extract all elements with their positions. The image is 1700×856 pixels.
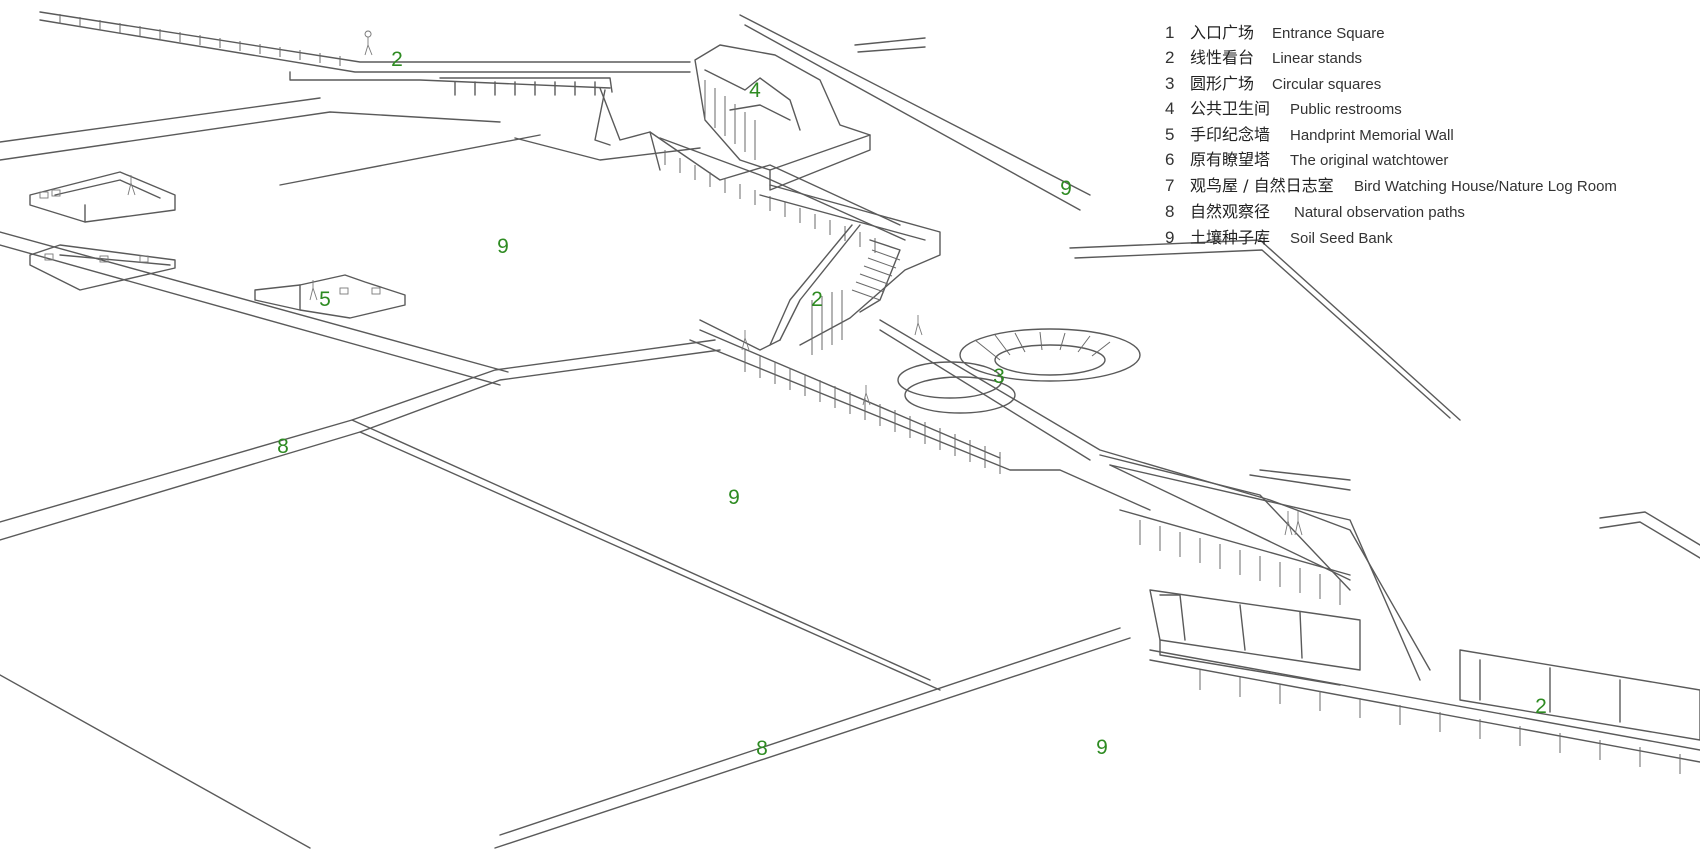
circular-square [897,328,1141,414]
plan-label-8-bottom: 8 [756,737,768,760]
legend-item-3: 3 圆形广场 Circular squares [1165,74,1381,93]
middle-stands [689,184,1431,681]
plan-number-labels: 2 4 9 9 5 2 3 8 9 8 9 2 [277,48,1547,760]
legend-7-num: 8 [1165,202,1174,221]
top-left-stands [39,11,906,253]
legend-7-zh: 自然观察径 [1190,202,1270,221]
legend-6-num: 7 [1165,176,1174,195]
plan-label-9-topleft: 9 [497,235,509,258]
plan-label-9-topright: 9 [1060,177,1072,200]
legend-item-7: 7 观鸟屋 / 自然日志室 Bird Watching House/Nature… [1165,176,1617,195]
legend-1-zh: 线性看台 [1190,48,1254,67]
plan-label-4-restrooms: 4 [749,79,761,102]
legend-4-zh: 手印纪念墙 [1190,125,1270,144]
legend-item-6: 6 原有瞭望塔 The original watchtower [1165,150,1448,169]
legend-6-zh: 观鸟屋 / 自然日志室 [1190,176,1334,195]
legend-1-en: Linear stands [1272,50,1362,67]
legend-item-1: 1 入口广场 Entrance Square [1165,23,1385,42]
legend-8-num: 9 [1165,228,1174,247]
legend-5-en: The original watchtower [1290,152,1448,169]
public-restrooms [694,44,871,191]
legend-3-num: 4 [1165,99,1174,118]
legend-1-num: 2 [1165,48,1174,67]
legend-0-num: 1 [1165,23,1174,42]
plan-label-8-left: 8 [277,435,289,458]
legend-8-en: Soil Seed Bank [1290,230,1393,247]
legend-4-en: Handprint Memorial Wall [1290,127,1454,144]
legend-item-5: 5 手印纪念墙 Handprint Memorial Wall [1165,125,1454,144]
plan-label-2-middle: 2 [811,288,823,311]
plan-label-2-topleft: 2 [391,48,403,71]
legend-3-en: Public restrooms [1290,101,1402,118]
legend-0-en: Entrance Square [1272,25,1385,42]
legend-item-8: 8 自然观察径 Natural observation paths [1165,202,1465,221]
bird-watching-house [1149,589,1700,774]
legend-3-zh: 公共卫生间 [1190,99,1270,118]
plan-label-5-walls: 5 [319,288,331,311]
legend-4-num: 5 [1165,125,1174,144]
legend-2-en: Circular squares [1272,76,1381,93]
legend-5-num: 6 [1165,150,1174,169]
plan-label-2-bottomright: 2 [1535,695,1547,718]
plan-label-3-circular: 3 [993,365,1005,388]
plan-label-9-center: 9 [728,486,740,509]
handprint-walls [29,171,406,319]
legend-item-4: 4 公共卫生间 Public restrooms [1165,99,1402,118]
legend-0-zh: 入口广场 [1190,23,1254,42]
observation-paths [0,14,1700,849]
legend: 1 入口广场 Entrance Square 2 线性看台 Linear sta… [1165,23,1617,247]
legend-8-zh: 土壤种子库 [1190,228,1270,247]
railing-posts-top-left [59,14,341,66]
people-figures [127,30,1303,536]
legend-item-9: 9 土壤种子库 Soil Seed Bank [1165,228,1393,247]
legend-2-zh: 圆形广场 [1190,74,1254,93]
legend-5-zh: 原有瞭望塔 [1190,150,1270,169]
plan-label-9-bottom: 9 [1096,736,1108,759]
legend-2-num: 3 [1165,74,1174,93]
legend-item-2: 2 线性看台 Linear stands [1165,48,1362,67]
legend-6-en: Bird Watching House/Nature Log Room [1354,178,1617,195]
legend-7-en: Natural observation paths [1294,204,1465,221]
